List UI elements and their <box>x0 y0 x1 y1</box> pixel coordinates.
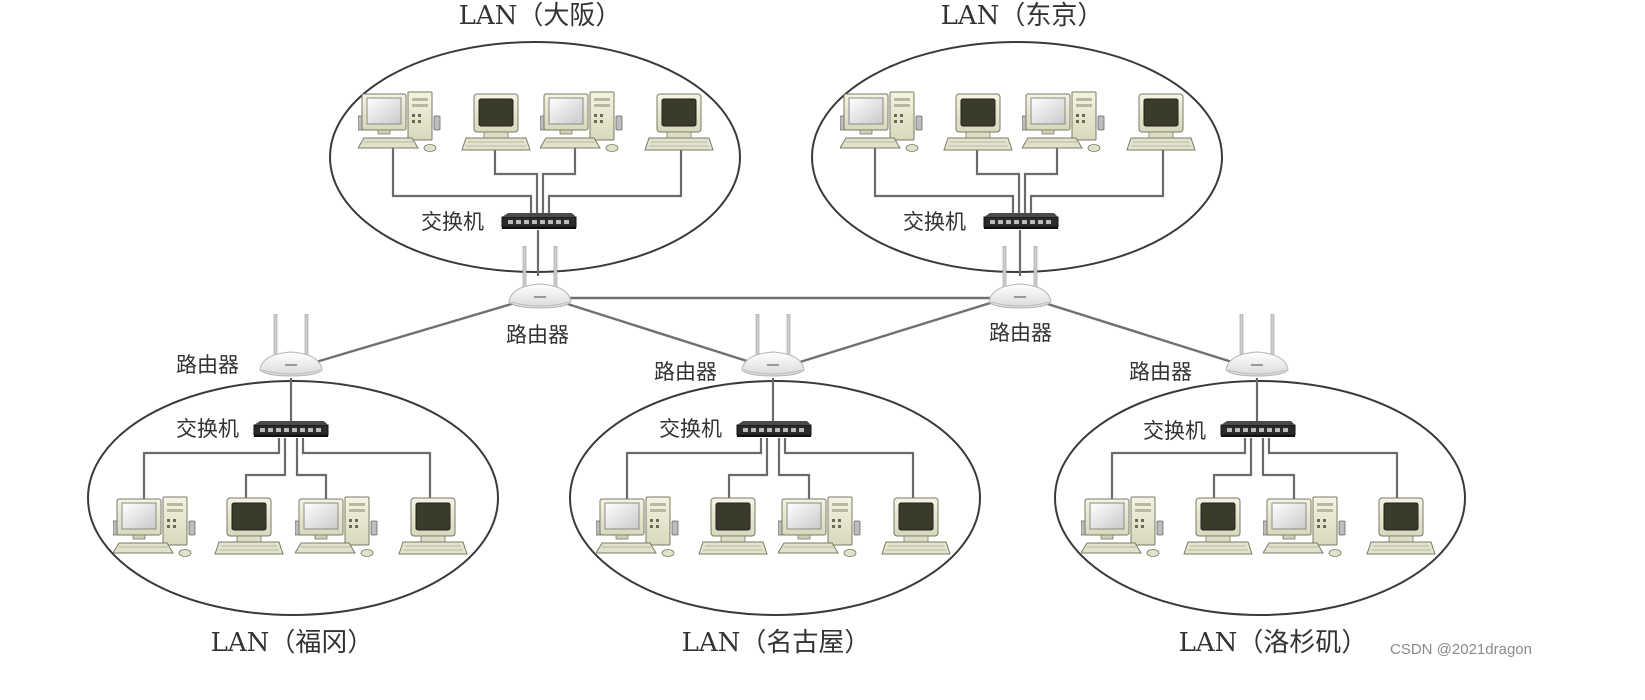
wireless-router-icon <box>259 314 323 377</box>
wireless-router-icon <box>741 314 805 377</box>
network-switch-icon <box>501 213 577 230</box>
lan-fukuoka-title: LAN（福冈） <box>211 628 374 658</box>
network-switch-icon <box>1220 421 1296 438</box>
lan-osaka-wiring <box>391 148 683 276</box>
lan-la-wiring <box>1110 378 1399 500</box>
lan-nagoya-wiring <box>625 378 915 500</box>
lan-la-title: LAN（洛杉矶） <box>1179 628 1368 658</box>
router-label-la: 路由器 <box>1129 360 1192 384</box>
lan-nagoya-title: LAN（名古屋） <box>682 628 871 658</box>
lan-osaka-title: LAN（大阪） <box>459 1 622 31</box>
watermark-text: CSDN @2021dragon <box>1390 641 1532 658</box>
wireless-router-icon <box>1225 314 1289 377</box>
switch-label-tokyo: 交换机 <box>903 210 966 234</box>
lan-osaka-boundary <box>329 41 741 273</box>
network-switch-icon <box>983 213 1059 230</box>
network-switch-icon <box>736 421 812 438</box>
lan-tokyo-title: LAN（东京） <box>941 1 1104 31</box>
router-label-osaka: 路由器 <box>506 323 569 347</box>
lan-tokyo-boundary <box>811 41 1223 273</box>
switch-label-nagoya: 交换机 <box>659 417 722 441</box>
lan-tokyo-wiring <box>873 148 1165 276</box>
lan-nagoya-boundary <box>569 380 981 616</box>
router-label-fukuoka: 路由器 <box>176 353 239 377</box>
router-label-tokyo: 路由器 <box>989 321 1052 345</box>
lan-la-boundary <box>1054 380 1466 616</box>
lan-fukuoka-boundary <box>87 380 499 616</box>
lan-fukuoka-wiring <box>142 378 432 500</box>
switch-label-fukuoka: 交换机 <box>176 417 239 441</box>
switch-label-la: 交换机 <box>1143 419 1206 443</box>
router-label-nagoya: 路由器 <box>654 360 717 384</box>
switch-label-osaka: 交换机 <box>421 210 484 234</box>
wan-links <box>315 296 1233 364</box>
network-switch-icon <box>253 421 329 438</box>
